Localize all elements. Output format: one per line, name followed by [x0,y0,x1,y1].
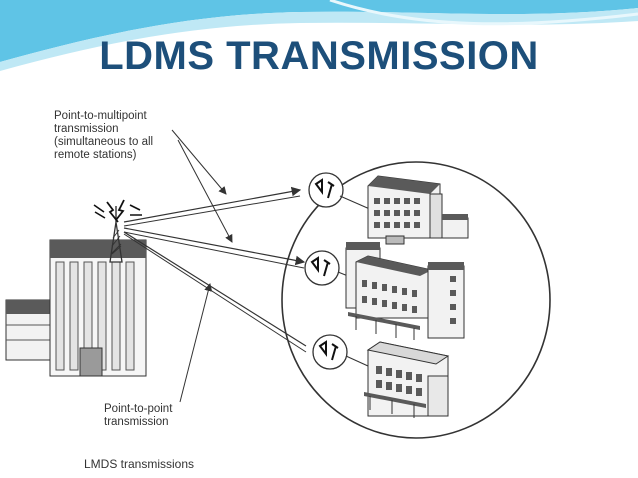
remote-building-1 [367,175,469,245]
hub-building [5,239,147,377]
receiver-3 [312,334,348,370]
callout-arrow-point [179,283,213,403]
receiver-1 [308,172,344,208]
callout-arrow-multipoint [171,129,227,195]
figure-caption: LMDS transmissions [84,457,195,471]
beam-bottom [123,231,307,347]
beam-middle [123,227,306,266]
label-point-to-point: Point-to-point transmission [104,403,173,428]
receiver-2 [304,250,340,286]
lmds-diagram [5,129,551,439]
transmitter-tower [93,199,142,263]
remote-building-2 [345,242,465,340]
remote-building-3 [364,341,450,418]
coverage-area [281,161,551,439]
beam-top [123,186,302,223]
header-wave [0,0,638,73]
slide-title: LDMS TRANSMISSION [99,34,539,78]
label-point-to-multipoint: Point-to-multipoint transmission (simult… [54,110,154,161]
